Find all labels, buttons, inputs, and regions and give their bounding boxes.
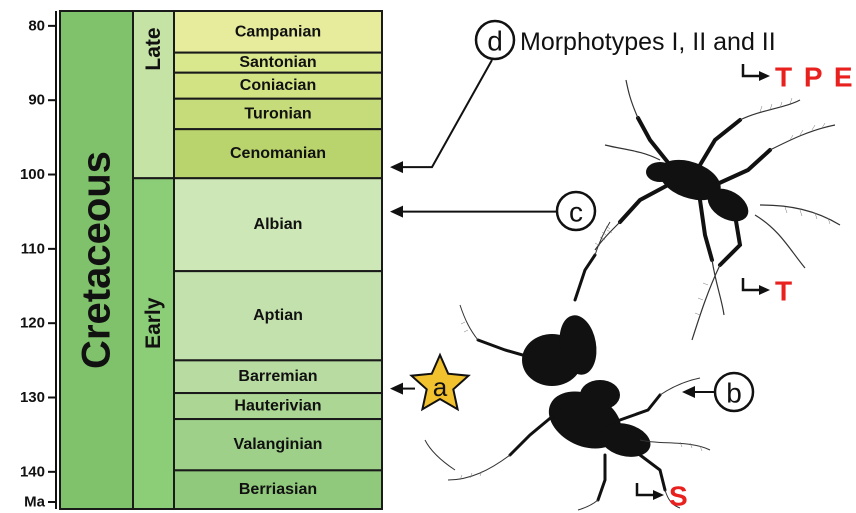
bracket-arrow-icon [743,64,761,76]
axis-tick-label: 140 [20,463,45,480]
marker-d-arrow [403,60,492,167]
marker-c-letter: c [569,197,583,228]
bracket-arrowhead [653,490,664,500]
specimen-code-t: T [775,276,792,307]
arrow-icon [390,383,403,395]
bracket-arrow-icon [743,278,761,290]
marker-d-letter: d [487,26,503,57]
stage-label: Coniacian [240,77,316,94]
epoch-label-early: Early [142,297,165,349]
stage-label: Santonian [239,54,316,71]
stage-label: Valanginian [234,436,323,453]
stage-label: Albian [254,216,303,233]
bracket-arrowhead [759,285,770,295]
axis-tick-label: 130 [20,389,45,406]
arrow-icon [390,206,403,218]
period-label: Cretaceous [75,151,119,369]
stage-label: Hauterivian [234,398,321,415]
axis-tick-label: 100 [20,166,45,183]
axis-tick-label: 110 [21,240,45,257]
arrow-icon [682,386,695,398]
stage-label: Aptian [253,307,303,324]
arrow-icon [390,161,403,173]
axis-tick-label: 80 [28,17,45,34]
axis-unit-label: Ma [24,494,45,511]
specimen-code-s: S [669,481,688,512]
axis-tick-label: 120 [20,315,45,332]
specimen-code-tpe: T P E [775,62,855,93]
axis-tick-label: 90 [28,92,45,109]
stage-label: Barremian [238,368,317,385]
insect-silhouette-lower [425,222,710,510]
bracket-arrowhead [759,71,770,81]
stage-label: Berriasian [239,481,317,498]
stage-label: Turonian [244,105,311,122]
epoch-label-late: Late [142,27,165,70]
stage-label: Campanian [235,23,321,40]
bracket-arrow-icon [637,483,655,495]
marker-a-letter: a [433,372,448,402]
marker-b-letter: b [726,378,742,409]
stage-label: Cenomanian [230,145,326,162]
insect-silhouette-upper [595,80,840,340]
morphotypes-caption: Morphotypes I, II and II [520,28,776,56]
